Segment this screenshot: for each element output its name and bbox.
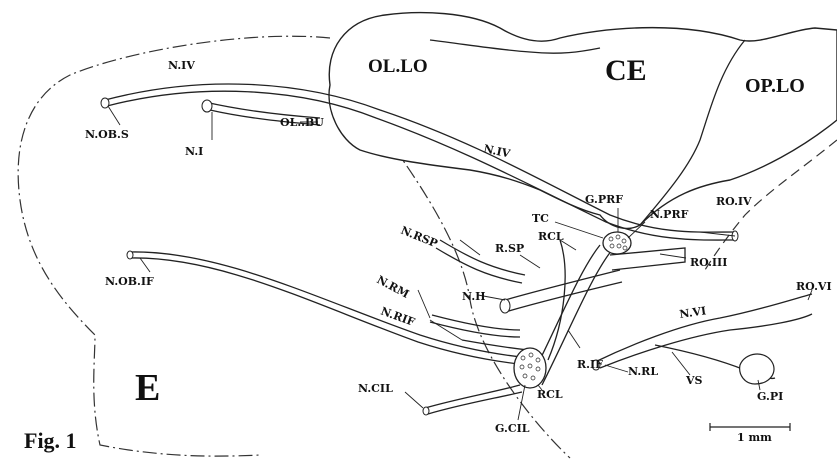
label-rcl-bottom: RCL — [537, 388, 563, 401]
label-n-cil: N.CIL — [358, 382, 393, 395]
label-n-prf: N.PRF — [650, 208, 689, 221]
label-ro-iv: RO.IV — [716, 195, 752, 208]
label-g-cil: G.CIL — [495, 422, 530, 435]
n-cil-stump — [423, 407, 429, 415]
label-rcl-top: RCL — [538, 230, 564, 243]
ganglion-g-pi — [740, 354, 774, 384]
nerve-n-cil — [425, 385, 522, 414]
figure-label: Fig. 1 — [24, 428, 77, 453]
region-optic-lobe: OP.LO — [745, 75, 805, 97]
scale-bar — [710, 423, 790, 431]
label-n-rm: N.RM — [375, 273, 412, 301]
label-g-pi: G.PI — [757, 390, 783, 403]
label-n-rl: N.RL — [628, 365, 658, 378]
label-ol-bu: OL..BU — [280, 116, 324, 129]
label-tc: TC — [532, 212, 549, 225]
label-ro-vi: RO.VI — [796, 280, 832, 293]
label-n-iv-top: N.IV — [168, 59, 195, 72]
label-g-prf: G.PRF — [585, 193, 623, 206]
label-n-ii: N.II — [462, 290, 485, 303]
label-r-sp: R.SP — [495, 242, 524, 255]
n-ob-if-stump — [127, 251, 133, 259]
scale-bar-label: 1 mm — [737, 431, 772, 444]
nerve-n-ob-if — [130, 252, 530, 365]
brain-outline — [329, 13, 837, 229]
n-ii-stump — [500, 299, 510, 313]
region-eye: E — [135, 367, 160, 409]
eye-outline — [18, 36, 330, 456]
region-cerebellum: CE — [605, 54, 647, 87]
label-n-ob-s: N.OB.S — [85, 128, 129, 141]
label-n-rif: N.RIF — [379, 305, 417, 329]
label-vs: VS — [685, 374, 703, 387]
label-n-rsp: N.RSP — [399, 224, 440, 250]
n-i-stump — [202, 100, 212, 112]
region-olfactory-lobe: OL.LO — [368, 56, 428, 77]
label-n-ob-if: N.OB.IF — [105, 275, 154, 288]
label-ro-iii: RO.III — [690, 256, 727, 269]
label-n-i: N.I — [185, 145, 203, 158]
label-n-vi: N.VI — [679, 304, 707, 321]
label-r-if: R.IF — [577, 358, 603, 371]
